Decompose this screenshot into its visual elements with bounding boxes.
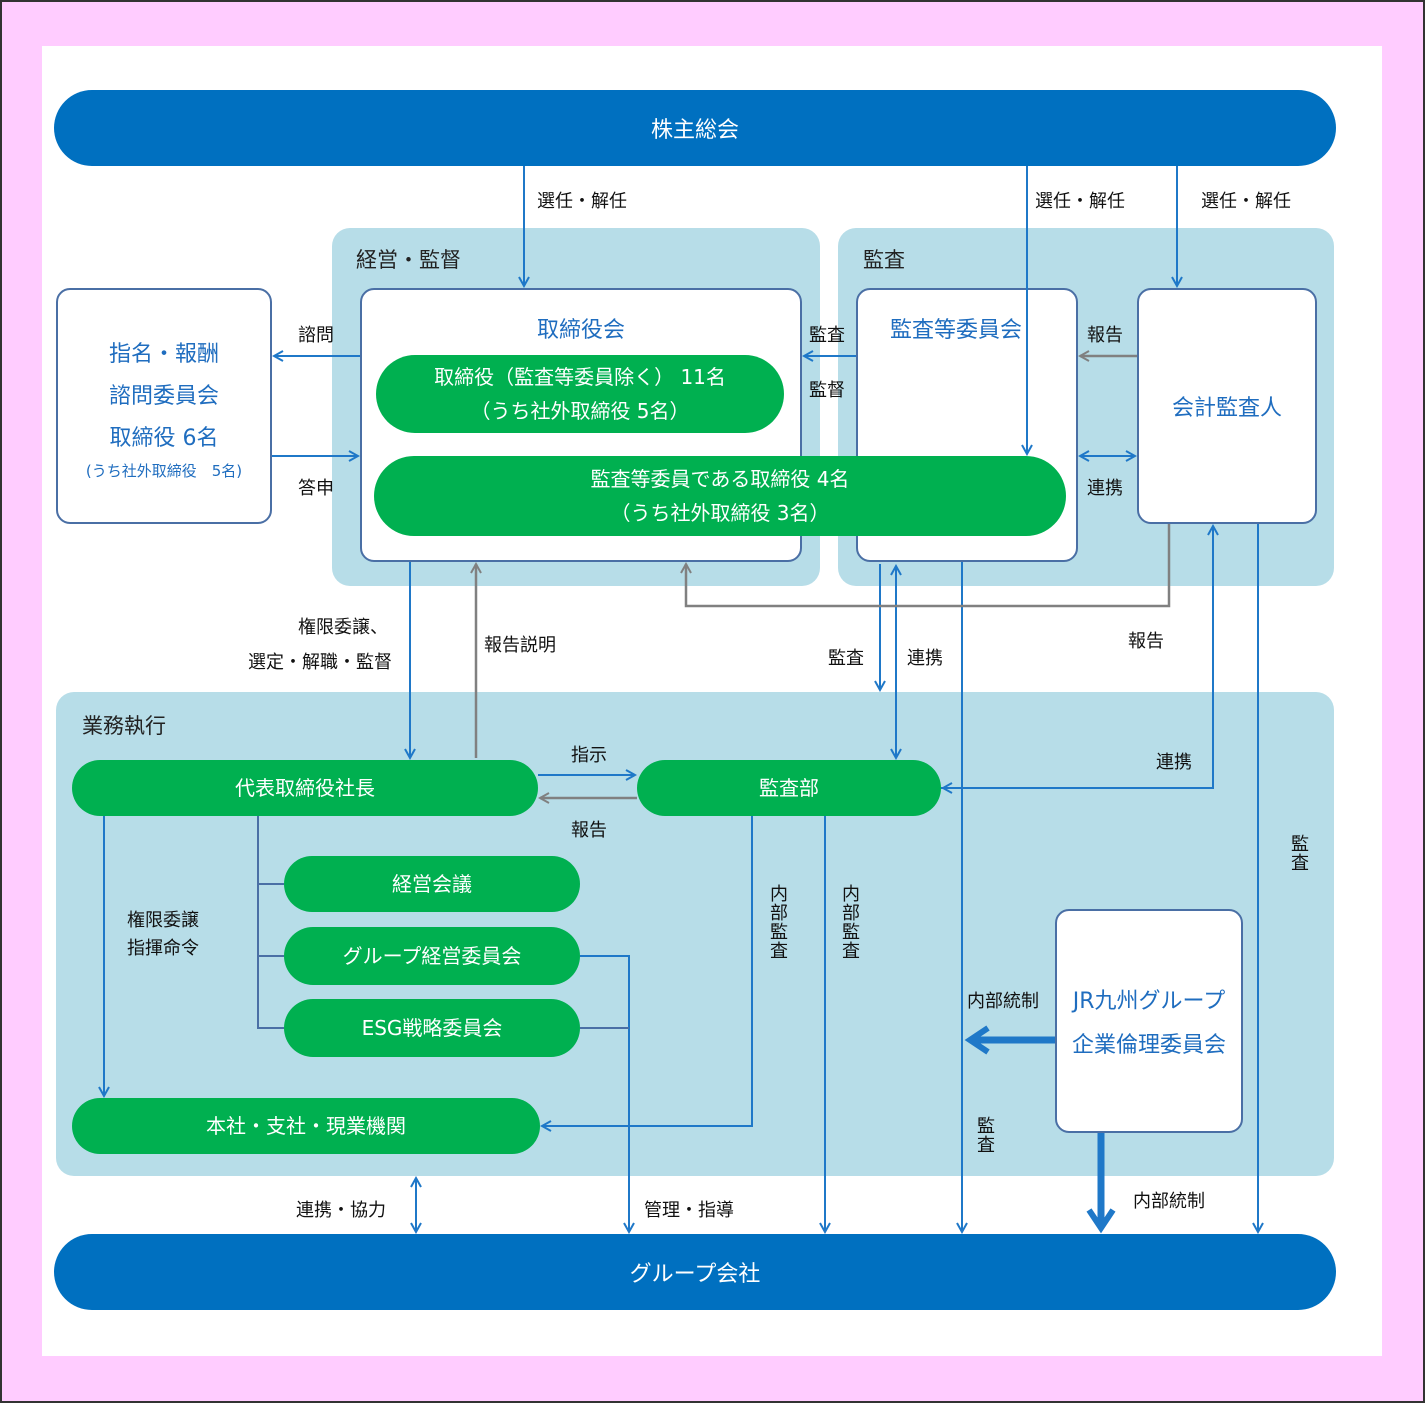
label-instruct: 指示 xyxy=(571,745,607,766)
label-coop-right: 連携 xyxy=(1156,752,1192,773)
esg-committee-pill: ESG戦略委員会 xyxy=(284,999,580,1057)
label-internal-control-1: 内部統制 xyxy=(967,991,1039,1012)
label-report-ca: 報告 xyxy=(1087,325,1123,346)
manage-line xyxy=(580,955,629,1232)
nomination-line4: (うち社外取締役 5名) xyxy=(85,462,243,480)
audit-committee-title: 監査等委員会 xyxy=(889,318,1022,343)
label-report-right: 報告 xyxy=(1128,631,1164,652)
accounting-auditor-box: 会計監査人 xyxy=(1137,288,1317,524)
nomination-line3: 取締役 6名 xyxy=(109,426,219,451)
accounting-auditor-title: 会計監査人 xyxy=(1171,396,1282,421)
directors-line2: （うち社外取締役 5名） xyxy=(470,399,690,423)
label-answer: 答申 xyxy=(298,478,334,499)
label-internal-control-2: 内部統制 xyxy=(1133,1191,1205,1212)
label-report-explain: 報告説明 xyxy=(484,635,556,656)
label-delegate2-2: 指揮命令 xyxy=(127,938,199,959)
nomination-line1: 指名・報酬 xyxy=(108,342,219,367)
management-region-title: 経営・監督 xyxy=(356,248,461,272)
board-title: 取締役会 xyxy=(536,318,625,343)
execution-region-title: 業務執行 xyxy=(82,714,166,738)
branches-pill: 本社・支社・現業機関 xyxy=(72,1098,540,1154)
label-audit-down: 監査 xyxy=(828,648,864,669)
audit-dept-pill: 監査部 xyxy=(637,760,941,816)
group-companies: グループ会社 xyxy=(54,1234,1336,1310)
label-audit-vert-mid: 監査 xyxy=(974,1116,995,1154)
label-delegate2-1: 権限委譲 xyxy=(127,910,199,931)
ethics-line1: JR九州グループ xyxy=(1072,989,1226,1014)
group-mgmt-committee-pill: グループ経営委員会 xyxy=(284,927,580,985)
label-delegate-2: 選定・解職・監督 xyxy=(248,652,392,673)
label-audit-vert-right: 監査 xyxy=(1288,834,1309,872)
audit-directors-line1: 監査等委員である取締役 4名 xyxy=(590,467,850,491)
shareholders-meeting: 株主総会 xyxy=(54,90,1336,166)
label-coop-ca: 連携 xyxy=(1087,478,1123,499)
nomination-committee-box: 指名・報酬 諮問委員会 取締役 6名 (うち社外取締役 5名) xyxy=(56,288,272,524)
label-elect-3: 選任・解任 xyxy=(1201,191,1291,212)
ethics-committee-box: JR九州グループ 企業倫理委員会 xyxy=(1055,909,1243,1133)
tree-line xyxy=(257,816,284,1029)
audit-region-title: 監査 xyxy=(863,248,905,272)
label-manage-guide: 管理・指導 xyxy=(644,1200,734,1221)
label-coop-assist: 連携・協力 xyxy=(296,1200,386,1221)
label-coop-down: 連携 xyxy=(907,648,943,669)
label-consult: 諮問 xyxy=(298,325,334,346)
label-delegate-1: 権限委譲、 xyxy=(298,617,388,638)
internal-audit1-line xyxy=(542,816,753,1126)
label-internal-audit-1: 内部監査 xyxy=(767,884,788,960)
label-report-back: 報告 xyxy=(571,820,607,841)
nomination-line2: 諮問委員会 xyxy=(108,384,219,409)
label-internal-audit-2: 内部監査 xyxy=(839,884,860,960)
directors-pill: 取締役（監査等委員除く） 11名 （うち社外取締役 5名） xyxy=(376,355,784,433)
ethics-line2: 企業倫理委員会 xyxy=(1071,1033,1226,1058)
coop-right-line xyxy=(941,526,1213,789)
label-audit-to-board: 監査 xyxy=(809,325,845,346)
audit-directors-line2: （うち社外取締役 3名） xyxy=(610,501,830,525)
label-elect-1: 選任・解任 xyxy=(537,191,627,212)
directors-line1: 取締役（監査等委員除く） 11名 xyxy=(434,365,726,389)
mgmt-meeting-pill: 経営会議 xyxy=(284,856,580,912)
audit-directors-pill: 監査等委員である取締役 4名 （うち社外取締役 3名） xyxy=(374,456,1066,536)
label-supervise: 監督 xyxy=(809,380,845,401)
report-right-line xyxy=(686,524,1171,608)
label-elect-2: 選任・解任 xyxy=(1035,191,1125,212)
president-pill: 代表取締役社長 xyxy=(72,760,538,816)
